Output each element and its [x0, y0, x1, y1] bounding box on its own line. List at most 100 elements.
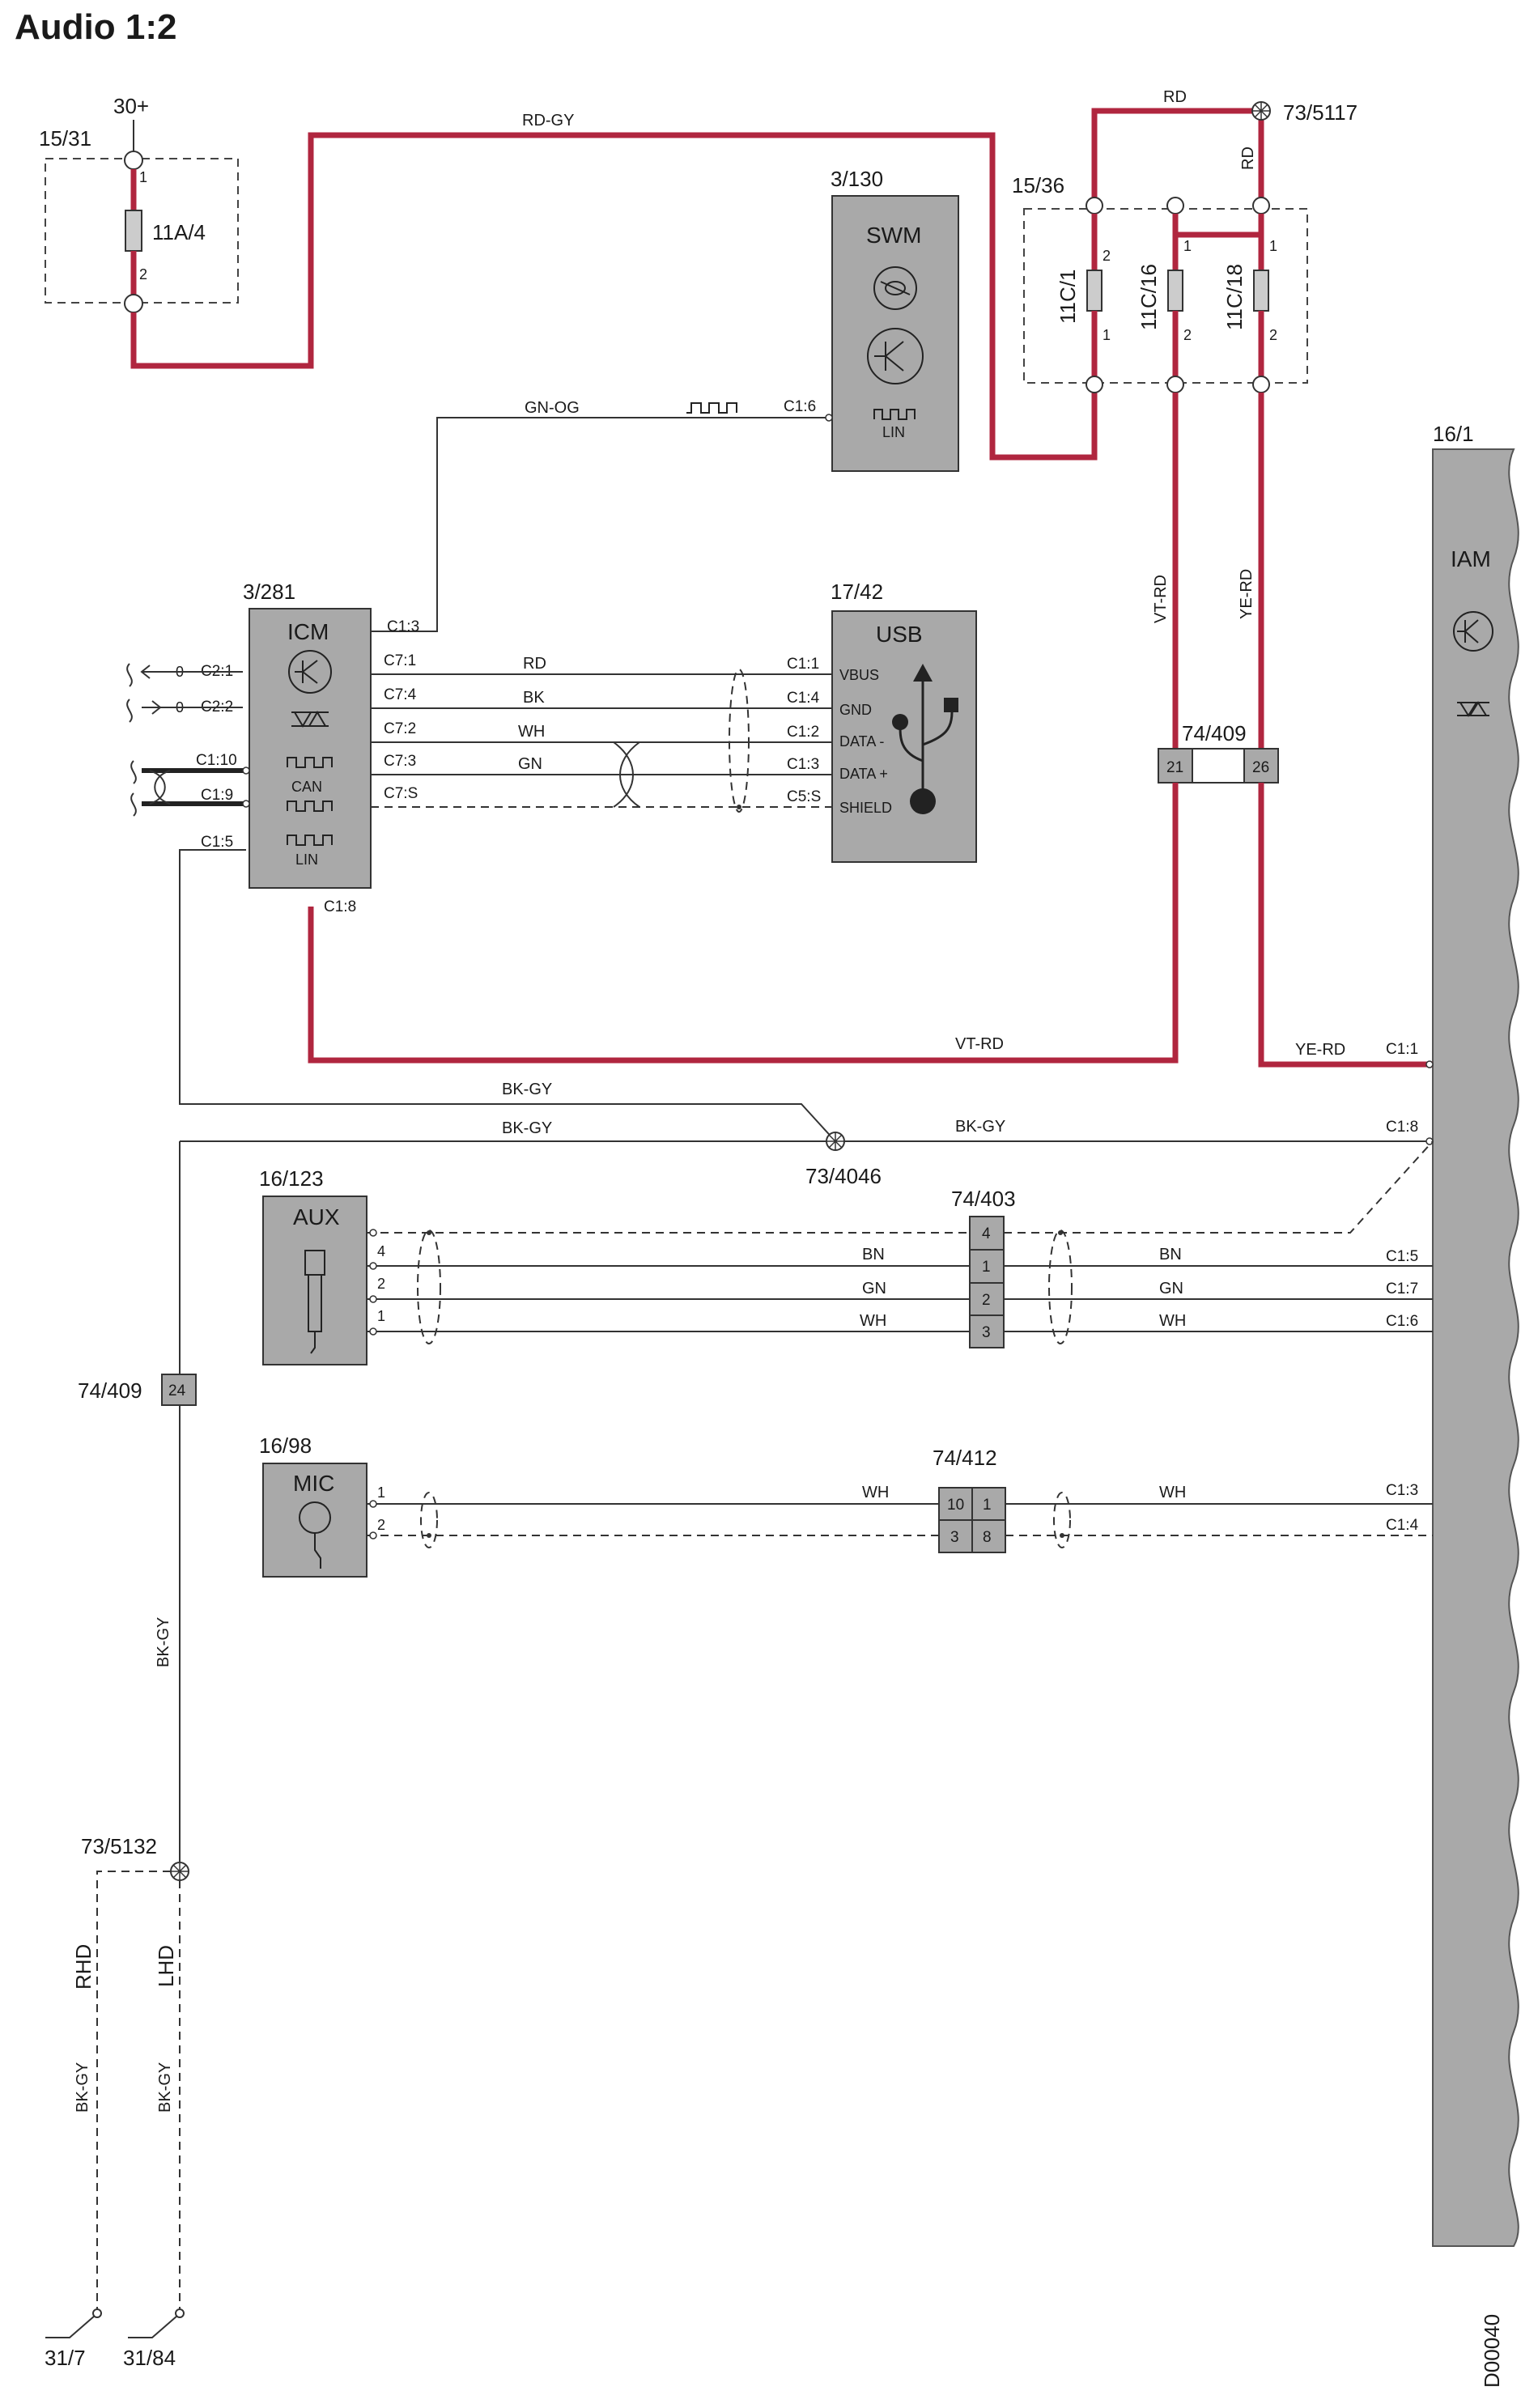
- usb-pin-name: SHIELD: [839, 800, 892, 816]
- usb-ref: 17/42: [831, 580, 883, 604]
- pin-dot: [369, 1262, 377, 1270]
- pin-label: 1: [1103, 327, 1111, 343]
- pin-label: C7:2: [384, 720, 416, 737]
- wire-label: YE-RD: [1238, 569, 1255, 619]
- pin-label: 2: [1103, 248, 1111, 264]
- wire-label: GN: [1159, 1280, 1183, 1297]
- wire-rd: [1091, 108, 1264, 197]
- wire-label: BK-GY: [74, 2062, 91, 2113]
- pin-label: C5:S: [787, 788, 821, 805]
- terminal: [1166, 197, 1184, 214]
- wire-label: BK-GY: [156, 2062, 174, 2113]
- fuse-11c1: [1086, 270, 1103, 312]
- shield-icon: [417, 1229, 441, 1344]
- aux-ref: 16/123: [259, 1166, 324, 1191]
- connector-pin-24: [161, 1374, 197, 1406]
- can-signal-icon: [287, 801, 333, 812]
- wire-label: WH: [1159, 1312, 1186, 1330]
- pin-label: 4: [377, 1243, 385, 1259]
- shield-dot: [1058, 1230, 1063, 1235]
- pin-label: C1:3: [387, 618, 419, 635]
- mic-ref: 16/98: [259, 1433, 312, 1458]
- shield-icon: [729, 669, 750, 813]
- fuse-label: 11A/4: [152, 220, 206, 244]
- pin-label: C1:6: [1386, 1313, 1418, 1330]
- wire-label: VT-RD: [955, 1035, 1004, 1053]
- pin-label: 2: [139, 266, 147, 282]
- steering-wheel-icon: [873, 266, 917, 310]
- ground-icon: [45, 2315, 96, 2338]
- pin-label: 4: [982, 1225, 991, 1242]
- twisted-pair-icon: [149, 770, 171, 805]
- wire-label: BK-GY: [502, 1119, 552, 1137]
- icm-label: ICM: [287, 619, 329, 644]
- shield-dot: [1060, 1533, 1064, 1538]
- pin-label: C1:9: [201, 787, 233, 804]
- ground-ref: 31/84: [123, 2346, 176, 2370]
- shield-icon: [1053, 1492, 1071, 1548]
- pin-label: C7:S: [384, 785, 418, 802]
- connector-ref: 74/409: [78, 1378, 142, 1403]
- pin-label: 1: [983, 1497, 992, 1514]
- pin-label: 2: [982, 1292, 991, 1309]
- lhd-label: LHD: [154, 1945, 178, 1987]
- ground-terminal: [175, 2308, 185, 2318]
- usb-pin-name: DATA +: [839, 766, 888, 782]
- connector-ref: 74/409: [1182, 721, 1247, 745]
- shield-icon: [420, 1492, 438, 1548]
- pin-label: C1:8: [324, 898, 356, 915]
- terminal: [1086, 197, 1103, 214]
- mic-label: MIC: [293, 1471, 334, 1496]
- lin-signal-icon: [287, 835, 333, 846]
- terminal: [1252, 376, 1270, 393]
- wire-label: BN: [862, 1246, 885, 1263]
- swm-lin-label: LIN: [882, 424, 905, 440]
- splice-ref: 73/5117: [1283, 100, 1357, 125]
- iam-label: IAM: [1451, 546, 1491, 571]
- wave-break: [126, 699, 133, 723]
- fuse-label: 11C/16: [1137, 264, 1161, 330]
- usb-label: USB: [876, 622, 923, 647]
- wave-break: [130, 760, 137, 784]
- wire-label: RD: [1163, 88, 1187, 106]
- icm-lin-label: LIN: [295, 852, 318, 868]
- shield-dot: [427, 1230, 431, 1235]
- terminal: [1086, 376, 1103, 393]
- usb-pin-name: DATA -: [839, 733, 884, 750]
- pin-label: C7:1: [384, 652, 416, 669]
- transistor-icon: [867, 328, 924, 384]
- fuse-box-ref: 15/36: [1012, 173, 1064, 197]
- pin-label: 2: [377, 1517, 385, 1533]
- arrow-right-icon: [151, 700, 162, 715]
- wire-shield-aux-iam: [1004, 1140, 1434, 1234]
- wire-ye-rd-iam: [1258, 783, 1433, 1068]
- wire-gn-og: [368, 417, 832, 632]
- pin-label: 1: [377, 1484, 385, 1501]
- ground-star-icon: [170, 1862, 189, 1881]
- fuse-box-15-36: [1023, 208, 1308, 384]
- pin-label: 2: [1183, 327, 1192, 343]
- supply-30-ref: 30+: [113, 94, 149, 118]
- usb-pin-name: VBUS: [839, 667, 879, 683]
- wire-rhd: [96, 1871, 171, 2311]
- arrow-left-icon: [140, 665, 151, 679]
- pin-label: 1: [377, 1308, 385, 1324]
- ground-terminal: [92, 2308, 102, 2318]
- transistor-icon: [1453, 611, 1493, 652]
- pin-label: C1:8: [1386, 1119, 1418, 1136]
- fuse-11a4: [125, 210, 142, 252]
- connector-ref: 74/403: [951, 1187, 1016, 1211]
- icm-module: [249, 608, 372, 889]
- wire-bk-gy-icm: [179, 849, 836, 1142]
- iam-ref: 16/1: [1433, 422, 1474, 446]
- fuse-feed: [1172, 214, 1261, 238]
- pin-label: 1: [1183, 238, 1192, 254]
- wire-vt-rd-return: [308, 783, 1179, 1064]
- pin-dot: [1425, 1060, 1434, 1068]
- pin-label: C1:2: [787, 724, 819, 741]
- shield-dot: [737, 805, 741, 809]
- wire-label: RD-GY: [522, 112, 574, 130]
- pin-dot: [825, 414, 833, 422]
- pin-label: 24: [168, 1382, 186, 1399]
